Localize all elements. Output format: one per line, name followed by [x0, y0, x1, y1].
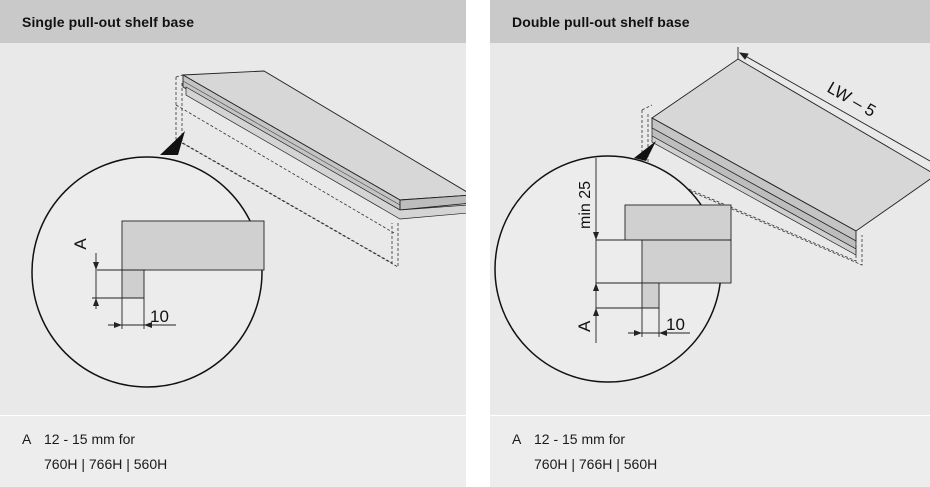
- panel-header: Double pull-out shelf base: [490, 0, 930, 43]
- panel-title: Double pull-out shelf base: [512, 14, 690, 30]
- shelf-top: [181, 70, 466, 201]
- detail-pointer: [634, 141, 656, 161]
- single-shelf-diagram: A 10: [31, 70, 466, 388]
- dimension-min-label: min 25: [577, 181, 594, 229]
- dimension-10-label: 10: [150, 307, 169, 326]
- dimension-a-label: A: [71, 238, 90, 250]
- note-key: A: [22, 431, 32, 447]
- note-line-2: 760H | 766H | 560H: [44, 456, 168, 472]
- note-line-2: 760H | 766H | 560H: [534, 456, 658, 472]
- detail-drawing: [593, 158, 732, 343]
- note-key: A: [512, 431, 522, 447]
- shelf-side: [399, 194, 466, 211]
- detail-drawing: [92, 220, 265, 329]
- panel-title: Single pull-out shelf base: [22, 14, 195, 30]
- detail-circle: [31, 156, 263, 388]
- notes-area: A 12 - 15 mm for 760H | 766H | 560H: [490, 415, 930, 487]
- dimension-a-label: A: [575, 320, 594, 332]
- double-shelf-panel: Double pull-out shelf base: [490, 0, 930, 487]
- single-shelf-figure: A 10: [0, 43, 466, 415]
- detail-pointer: [160, 131, 185, 155]
- dimension-10-label: 10: [666, 315, 685, 334]
- note-line-1: 12 - 15 mm for: [44, 431, 136, 447]
- cabinet-outline: [175, 74, 399, 268]
- shelf-edge-line: [182, 80, 401, 206]
- lw-dimension: [737, 47, 930, 162]
- runner: [185, 86, 466, 220]
- cabinet-outline: [641, 104, 863, 266]
- panel-header: Single pull-out shelf base: [0, 0, 466, 43]
- single-shelf-panel: Single pull-out shelf base: [0, 0, 466, 487]
- double-shelf-diagram: LW – 5: [494, 47, 930, 383]
- double-shelf-figure: LW – 5: [490, 43, 930, 415]
- note-line-1: 12 - 15 mm for: [534, 431, 626, 447]
- notes-area: A 12 - 15 mm for 760H | 766H | 560H: [0, 415, 466, 487]
